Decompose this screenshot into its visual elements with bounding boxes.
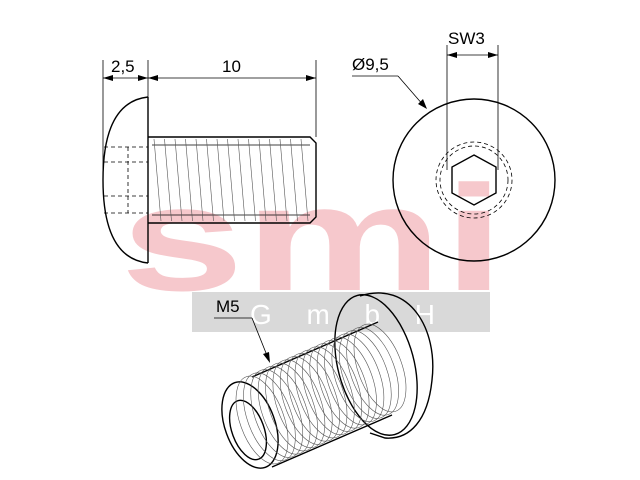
thread-line [243,372,296,461]
arrow-icon [263,352,270,363]
thread-line [235,375,289,465]
dimension-thread: M5 [216,297,240,316]
isometric-view: M5 [214,292,434,469]
dimension-head-height: 2,5 [111,57,135,76]
thread-line [195,138,204,222]
dimension-length: 10 [222,57,241,76]
arrow-icon [138,75,148,81]
thread-line [216,138,225,222]
thread-line [250,369,304,458]
thread-line [272,359,326,448]
thread-line [237,138,246,222]
thread-line [331,333,385,422]
thread-line [164,138,172,222]
thread-line [174,138,183,222]
watermark: smi G m b H [120,154,505,332]
thread-line [338,330,392,419]
thread-lines [235,323,407,465]
thread-line [290,138,298,222]
thread-line [279,138,288,222]
arrow-icon [306,75,316,81]
arrow-icon [488,52,498,58]
thread-line [185,138,193,222]
thread-line [258,138,267,222]
arrow-icon [418,99,427,109]
side-view [102,96,317,264]
thread-line [248,138,256,222]
dimension-head-diameter: Ø9,5 [352,55,389,74]
thread-line [324,336,377,426]
thread-line [346,327,399,416]
thread-line [206,138,214,222]
arrow-icon [103,75,113,81]
thread-line [316,340,370,429]
thread-line [227,138,235,222]
thread-line [265,362,318,452]
thread-line [153,138,162,222]
arrow-icon [447,52,457,58]
dimension-wrench-size: SW3 [448,29,485,48]
thread-line [309,343,363,432]
thread-line [279,356,333,445]
thread-line [300,138,309,222]
thread-line [269,138,277,222]
thread-line [287,353,340,442]
hex-socket [451,154,497,206]
thread-lines [153,138,309,222]
thread-line [257,366,311,455]
dimension-lines: 2,5 10 [102,57,317,175]
front-view: SW3 Ø9,5 [352,29,556,262]
thread-line [302,346,355,435]
thread-line [294,349,348,439]
thread-line [353,323,407,413]
arrow-icon [148,75,158,81]
